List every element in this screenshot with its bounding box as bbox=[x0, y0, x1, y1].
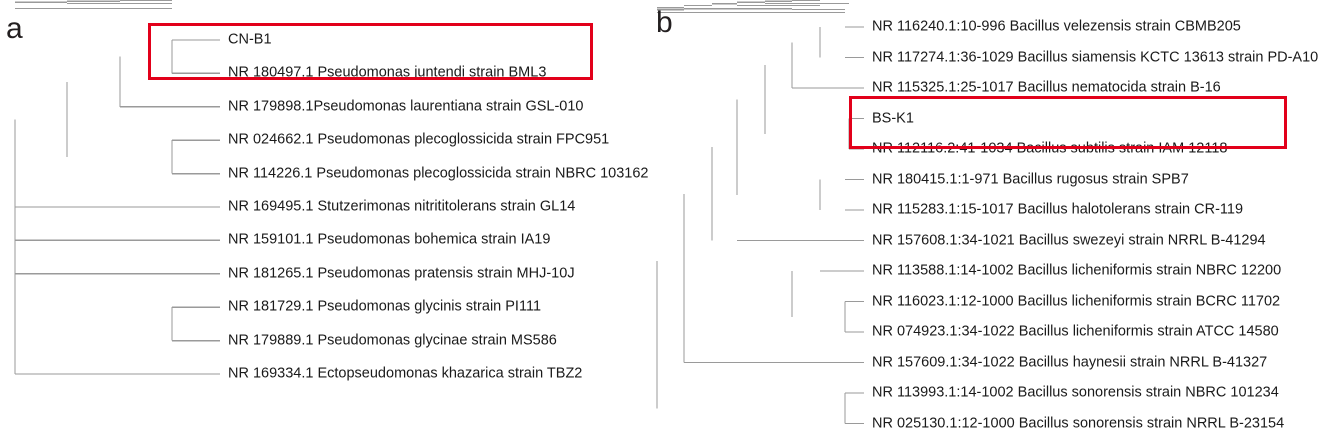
leaf-label: NR 157608.1:34-1021 Bacillus swezeyi str… bbox=[872, 231, 1266, 248]
leaf-label: NR 116023.1:12-1000 Bacillus licheniform… bbox=[872, 292, 1281, 309]
leaf-label: NR 169334.1 Ectopseudomonas khazarica st… bbox=[228, 365, 583, 382]
leaf-label: NR 179889.1 Pseudomonas glycinae strain … bbox=[228, 331, 557, 348]
leaf-label: NR 074923.1:34-1022 Bacillus licheniform… bbox=[872, 323, 1279, 340]
panel-letter-a: a bbox=[6, 12, 23, 45]
leaf-label: NR 115325.1:25-1017 Bacillus nematocida … bbox=[872, 79, 1221, 96]
leaf-label: NR 113993.1:14-1002 Bacillus sonorensis … bbox=[872, 384, 1279, 401]
leaf-label: BS-K1 bbox=[872, 109, 914, 126]
leaf-label: NR 117274.1:36-1029 Bacillus siamensis K… bbox=[872, 48, 1319, 65]
leaf-label: NR 180415.1:1-971 Bacillus rugosus strai… bbox=[872, 170, 1189, 187]
leaf-label: NR 115283.1:15-1017 Bacillus halotoleran… bbox=[872, 201, 1244, 218]
leaf-label: NR 180497.1 Pseudomonas juntendi strain … bbox=[228, 64, 547, 81]
leaf-label: NR 112116.2:41-1034 Bacillus subtilis st… bbox=[872, 140, 1228, 157]
leaf-label: NR 024662.1 Pseudomonas plecoglossicida … bbox=[228, 131, 610, 148]
leaf-label: NR 169495.1 Stutzerimonas nitrititoleran… bbox=[228, 198, 576, 215]
leaf-label: NR 116240.1:10-996 Bacillus velezensis s… bbox=[872, 18, 1241, 35]
leaf-label: NR 113588.1:14-1002 Bacillus licheniform… bbox=[872, 262, 1282, 279]
leaf-label: NR 157609.1:34-1022 Bacillus haynesii st… bbox=[872, 353, 1268, 370]
leaf-label: NR 114226.1 Pseudomonas plecoglossicida … bbox=[228, 164, 649, 181]
leaf-label: NR 179898.1Pseudomonas laurentiana strai… bbox=[228, 98, 584, 115]
leaf-label: NR 025130.1:12-1000 Bacillus sonorensis … bbox=[872, 414, 1285, 431]
leaf-label: NR 181265.1 Pseudomonas pratensis strain… bbox=[228, 265, 575, 282]
leaf-label: NR 159101.1 Pseudomonas bohemica strain … bbox=[228, 231, 551, 248]
panel-letter-b: b bbox=[656, 6, 673, 39]
leaf-label: CN-B1 bbox=[228, 31, 272, 48]
leaf-label: NR 181729.1 Pseudomonas glycinis strain … bbox=[228, 298, 542, 315]
